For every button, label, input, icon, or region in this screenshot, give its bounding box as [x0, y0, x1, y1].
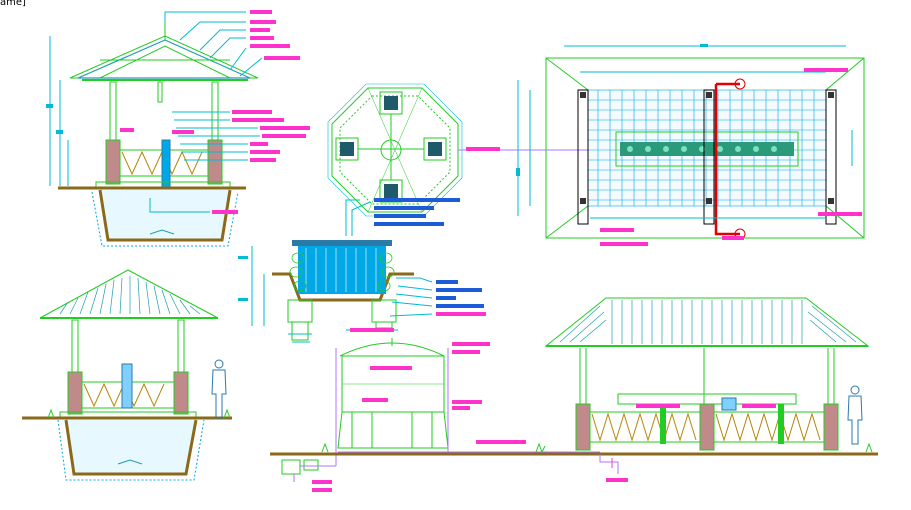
human-scale-figure-left [211, 359, 227, 419]
top-left-well-elevation [46, 10, 310, 247]
well-section-detail [238, 198, 486, 343]
tank-elevation [281, 338, 600, 492]
bottom-left-well-elevation [22, 269, 232, 481]
large-pavilion-plan [516, 44, 865, 246]
large-pavilion-elevation [47, 297, 873, 482]
human-scale-figure-right [847, 385, 863, 445]
drawing-title-fragment: ame] [0, 0, 26, 8]
